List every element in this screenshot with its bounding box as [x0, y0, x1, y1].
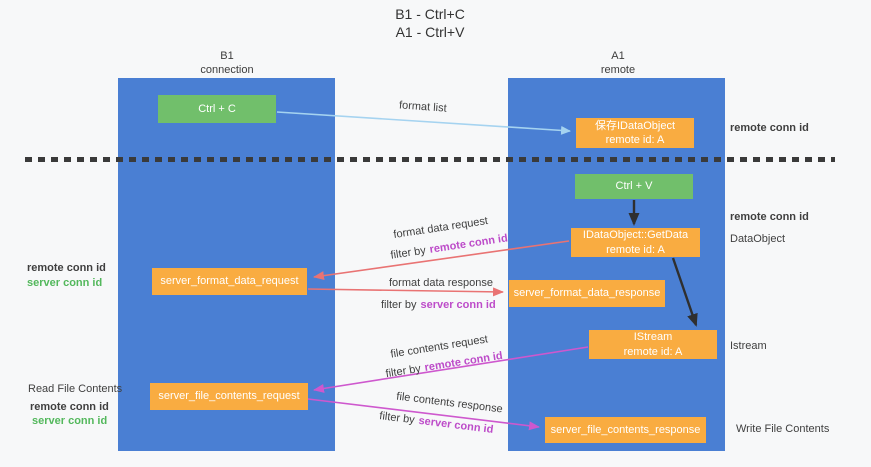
node-istream-line2: remote id: A [623, 345, 683, 358]
phase-separator-dashed-line [25, 157, 835, 162]
arrow-format-data-response [307, 287, 504, 297]
node-server-file-contents-response-label: server_file_contents_response [550, 423, 701, 436]
left-column-name: B1 [220, 50, 234, 62]
label-istream: Istream [730, 340, 767, 352]
label-remote-conn-id-right-top: remote conn id [730, 122, 809, 134]
node-ctrl-c-label: Ctrl + C [198, 102, 236, 115]
node-save-idataobject-line2: remote id: A [605, 134, 665, 146]
filter-by-text: filter by [384, 362, 422, 381]
label-remote-conn-id-left-bottom: remote conn id [30, 401, 109, 413]
node-ctrl-c: Ctrl + C [158, 95, 276, 123]
node-ctrl-v-label: Ctrl + V [615, 180, 653, 193]
node-istream-line1: IStream [633, 331, 673, 344]
title-line-1: B1 - Ctrl+C [395, 6, 465, 22]
node-server-format-data-request: server_format_data_request [152, 268, 307, 295]
label-filter-server-2: filter by server conn id [379, 410, 494, 436]
node-server-format-data-request-label: server_format_data_request [160, 275, 299, 288]
node-server-format-data-response: server_format_data_response [509, 280, 665, 307]
title-line-2: A1 - Ctrl+V [395, 23, 465, 40]
label-read-file-contents: Read File Contents [28, 383, 123, 395]
label-remote-conn-id-right-mid: remote conn id [730, 211, 809, 223]
node-server-file-contents-response: server_file_contents_response [545, 417, 706, 443]
remote-conn-id-text: remote conn id [428, 232, 509, 256]
node-idataobject-getdata: IDataObject::GetData remote id: A [571, 228, 700, 257]
label-filter-server-1: filter by server conn id [381, 299, 496, 311]
right-column-header: A1 remote [558, 49, 678, 78]
node-save-idataobject-line1: 保存IDataObject [594, 119, 676, 132]
node-idataobject-getdata-line1: IDataObject::GetData [582, 229, 689, 242]
node-save-idataobject: 保存IDataObject remote id: A [576, 118, 694, 148]
label-dataobject: DataObject [730, 233, 786, 245]
filter-by-text: filter by [389, 244, 427, 262]
label-format-data-response: format data response [389, 277, 493, 289]
node-idataobject-getdata-line2: remote id: A [606, 243, 665, 256]
filter-by-text: filter by [381, 299, 417, 311]
node-server-file-contents-request-label: server_file_contents_request [158, 390, 300, 403]
server-conn-id-text: server conn id [417, 414, 494, 436]
right-column-name: A1 [611, 50, 625, 62]
left-column-role: connection [200, 64, 254, 77]
label-write-file-contents: Write File Contents [736, 423, 830, 435]
label-remote-conn-id-left-top: remote conn id [27, 262, 106, 274]
filter-by-text: filter by [378, 410, 416, 427]
node-ctrl-v: Ctrl + V [575, 174, 693, 199]
node-server-file-contents-request: server_file_contents_request [150, 383, 308, 410]
label-file-contents-response: file contents response [395, 390, 504, 416]
node-istream: IStream remote id: A [589, 330, 717, 359]
server-conn-id-text: server conn id [420, 299, 496, 311]
left-column-header: B1 connection [167, 49, 287, 78]
label-format-list: format list [398, 99, 448, 115]
label-server-conn-id-left-top: server conn id [27, 277, 103, 289]
right-column-role: remote [600, 64, 636, 77]
node-server-format-data-response-label: server_format_data_response [513, 287, 661, 300]
label-server-conn-id-left-bottom: server conn id [32, 415, 108, 427]
diagram-title: B1 - Ctrl+C A1 - Ctrl+V [330, 6, 530, 41]
